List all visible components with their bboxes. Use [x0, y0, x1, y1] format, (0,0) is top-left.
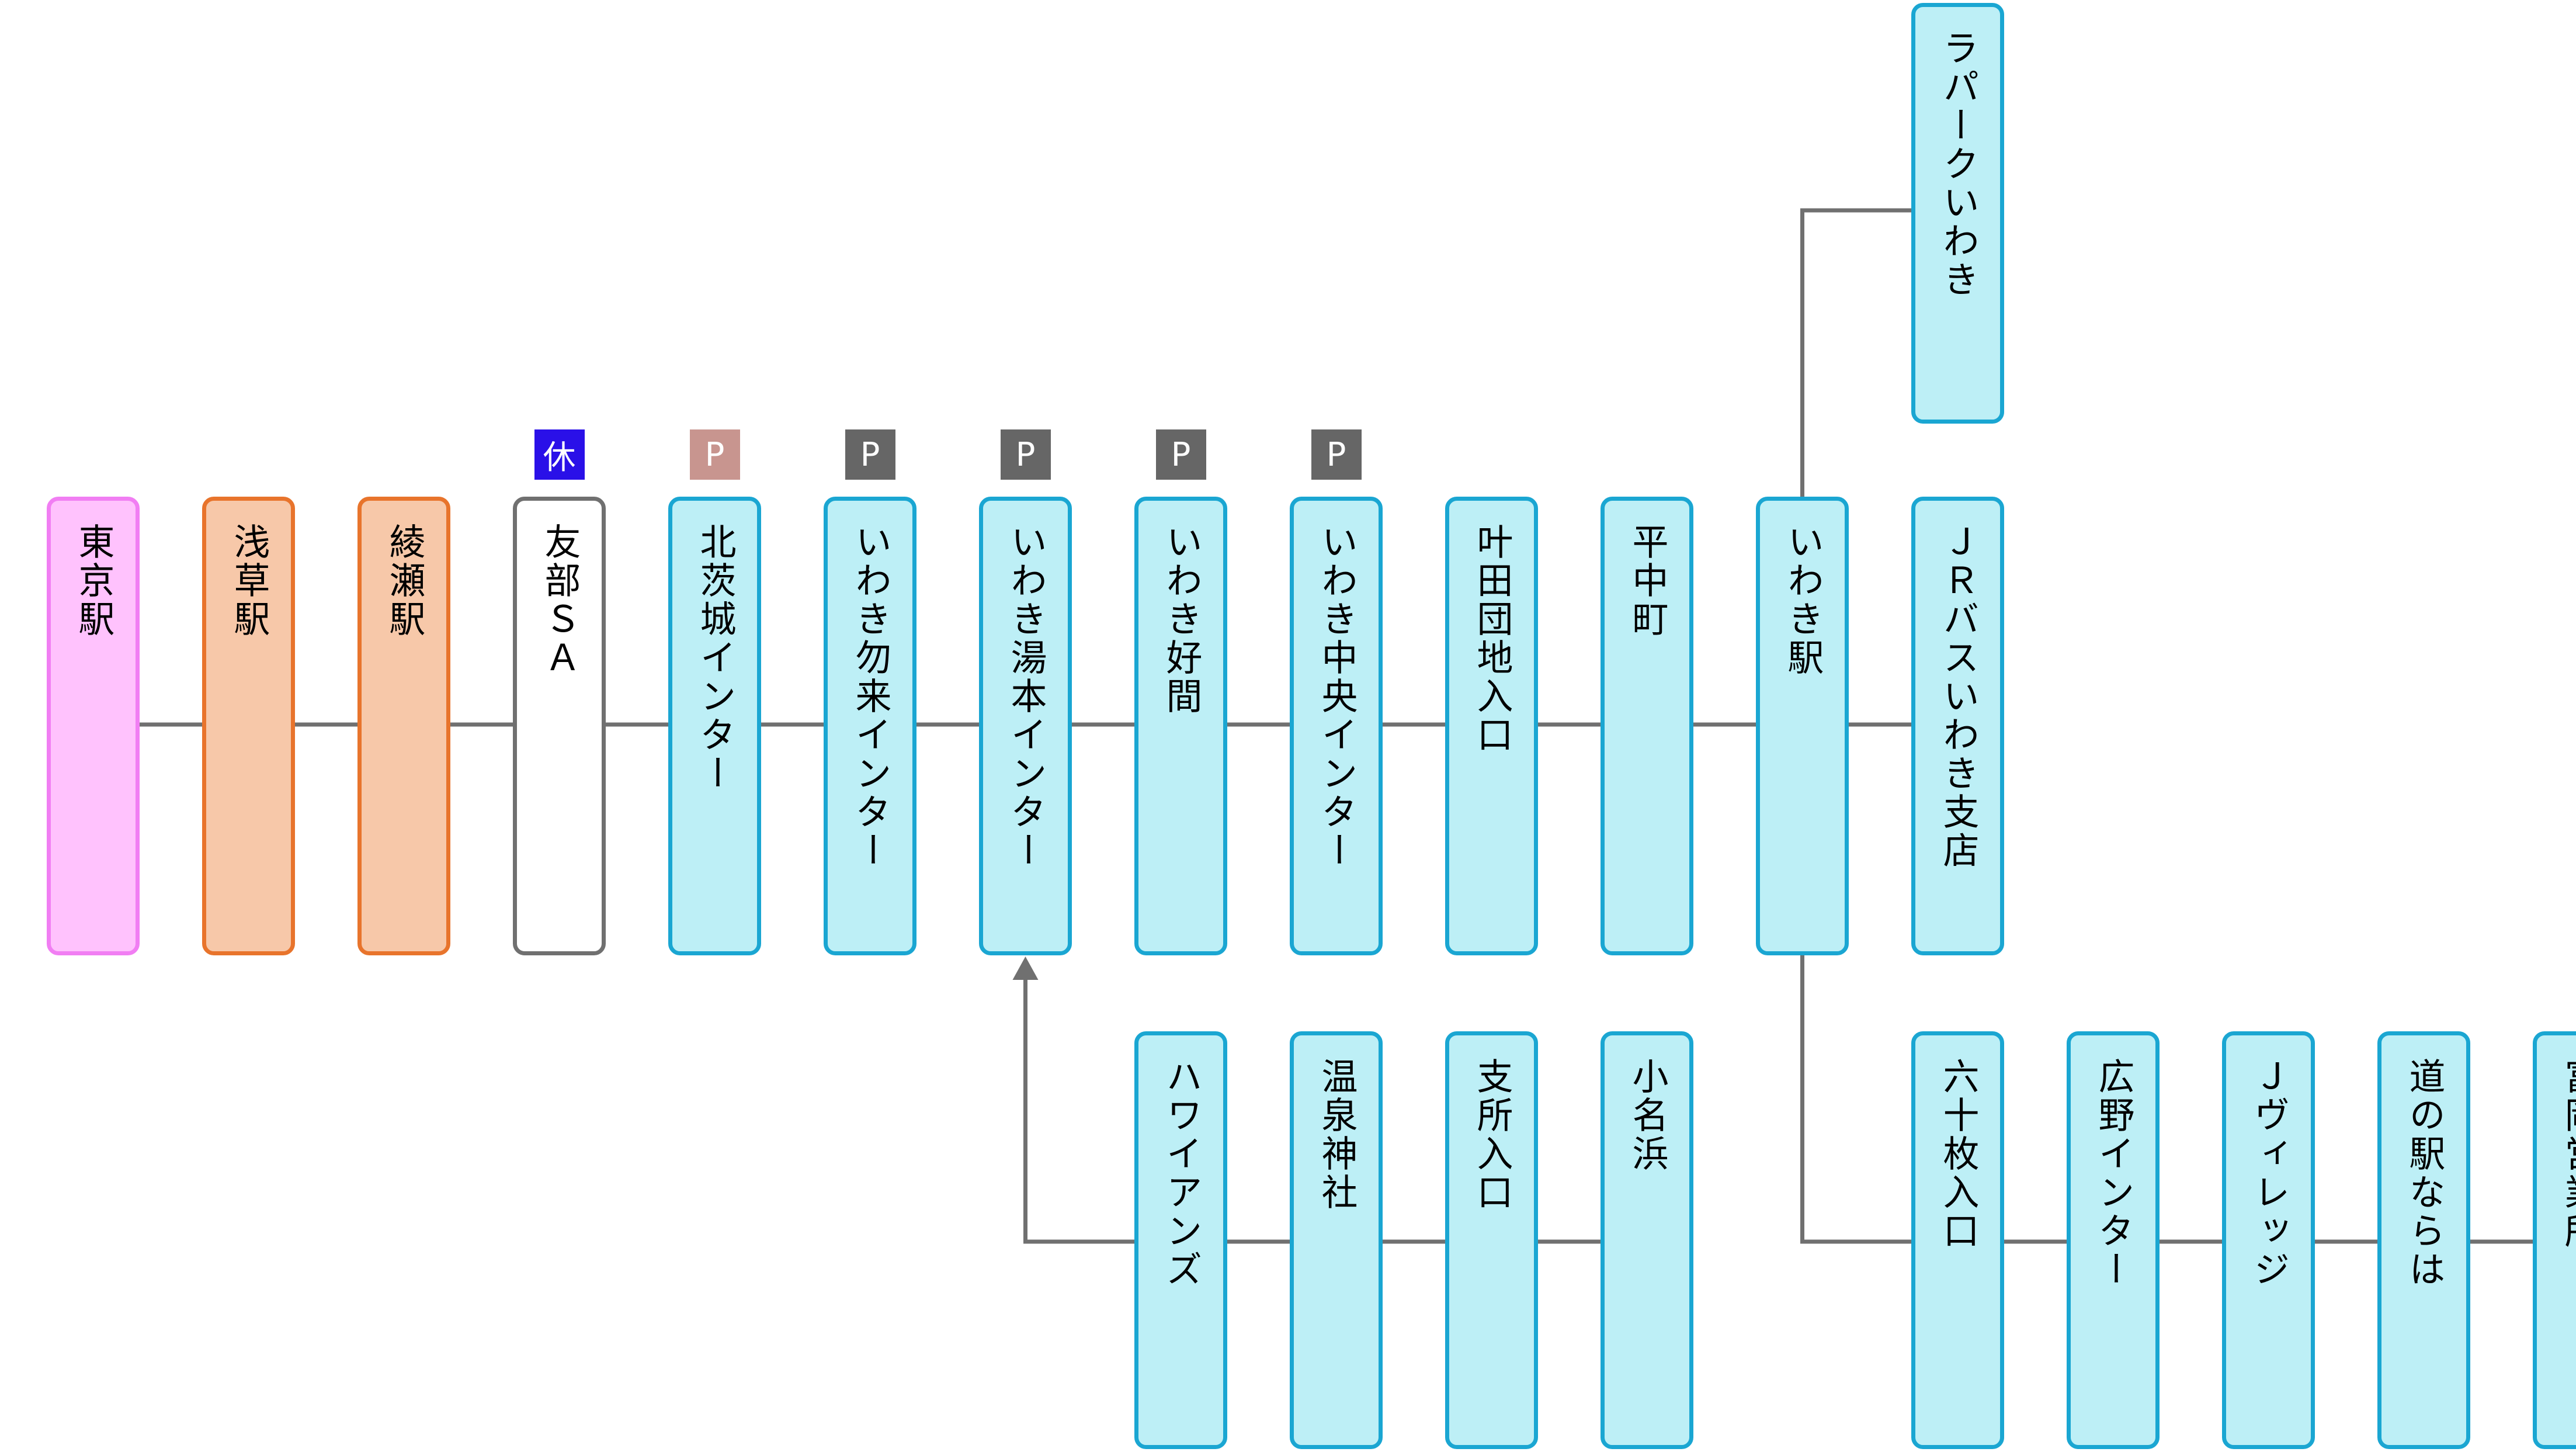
stop-yoshima[interactable]: いわき好間 [1134, 497, 1227, 955]
stop-onsen[interactable]: 温泉神社 [1290, 1031, 1383, 1449]
stop-ayase[interactable]: 綾瀬駅 [357, 497, 450, 955]
stop-onahama[interactable]: 小名浜 [1601, 1031, 1693, 1449]
stop-asakusa[interactable]: 浅草駅 [202, 497, 295, 955]
stop-nakoso[interactable]: いわき勿来インター [824, 497, 916, 955]
stop-tairanaka[interactable]: 平中町 [1601, 497, 1693, 955]
stop-label: いわき中央インター [1315, 523, 1358, 870]
stop-label: 道の駅ならは [2403, 1058, 2446, 1289]
stop-lapark[interactable]: ラパークいわき [1911, 3, 2004, 424]
stop-jvillage[interactable]: Ｊヴィレッジ [2222, 1031, 2315, 1449]
stop-kitaibaraki[interactable]: 北茨城インター [668, 497, 761, 955]
stop-label: ＪＲバスいわき支店 [1936, 523, 1980, 870]
arrow-up-icon [1012, 957, 1039, 980]
stop-label: 東京駅 [72, 523, 115, 639]
stop-jrbus[interactable]: ＪＲバスいわき支店 [1911, 497, 2004, 955]
stop-label: いわき好間 [1159, 523, 1203, 716]
stop-label: 富岡営業所 [2558, 1058, 2576, 1250]
stop-label: ハワイアンズ [1159, 1058, 1203, 1289]
stop-label: Ｊヴィレッジ [2247, 1058, 2290, 1289]
stop-label: 友部ＳＡ [538, 523, 581, 677]
stop-label: 綾瀬駅 [383, 523, 426, 639]
stop-label: 温泉神社 [1315, 1058, 1358, 1212]
stop-label: 支所入口 [1470, 1058, 1513, 1212]
rest-icon: 休 [534, 429, 585, 480]
stop-yumoto[interactable]: いわき湯本インター [979, 497, 1072, 955]
parking-icon: P [845, 429, 895, 480]
stop-kanoda[interactable]: 叶田団地入口 [1445, 497, 1538, 955]
stop-tokyo[interactable]: 東京駅 [47, 497, 140, 955]
stop-hawaiians[interactable]: ハワイアンズ [1134, 1031, 1227, 1449]
stop-label: 叶田団地入口 [1470, 523, 1513, 754]
stop-tomobe[interactable]: 友部ＳＡ [513, 497, 606, 955]
stop-naraha[interactable]: 道の駅ならは [2377, 1031, 2470, 1449]
stop-label: 北茨城インター [693, 523, 737, 793]
parking-icon: P [1155, 429, 1206, 480]
stop-chuo[interactable]: いわき中央インター [1290, 497, 1383, 955]
stop-iwaki[interactable]: いわき駅 [1756, 497, 1849, 955]
stop-hirono[interactable]: 広野インター [2067, 1031, 2160, 1449]
parking-icon: P [1311, 429, 1362, 480]
stop-tomioka[interactable]: 富岡営業所 [2533, 1031, 2576, 1449]
stop-label: いわき駅 [1781, 523, 1824, 677]
parking-icon: P [1000, 429, 1051, 480]
stop-label: 浅草駅 [227, 523, 270, 639]
stop-label: 六十枚入口 [1936, 1058, 1980, 1250]
stop-label: 平中町 [1626, 523, 1669, 639]
stop-label: ラパークいわき [1936, 29, 1980, 299]
stop-label: いわき湯本インター [1004, 523, 1047, 870]
stop-label: いわき勿来インター [849, 523, 892, 870]
stop-rokujumai[interactable]: 六十枚入口 [1911, 1031, 2004, 1449]
stop-label: 広野インター [2092, 1058, 2135, 1289]
parking-icon: P [689, 429, 740, 480]
stop-label: 小名浜 [1626, 1058, 1669, 1173]
stop-shisho[interactable]: 支所入口 [1445, 1031, 1538, 1449]
